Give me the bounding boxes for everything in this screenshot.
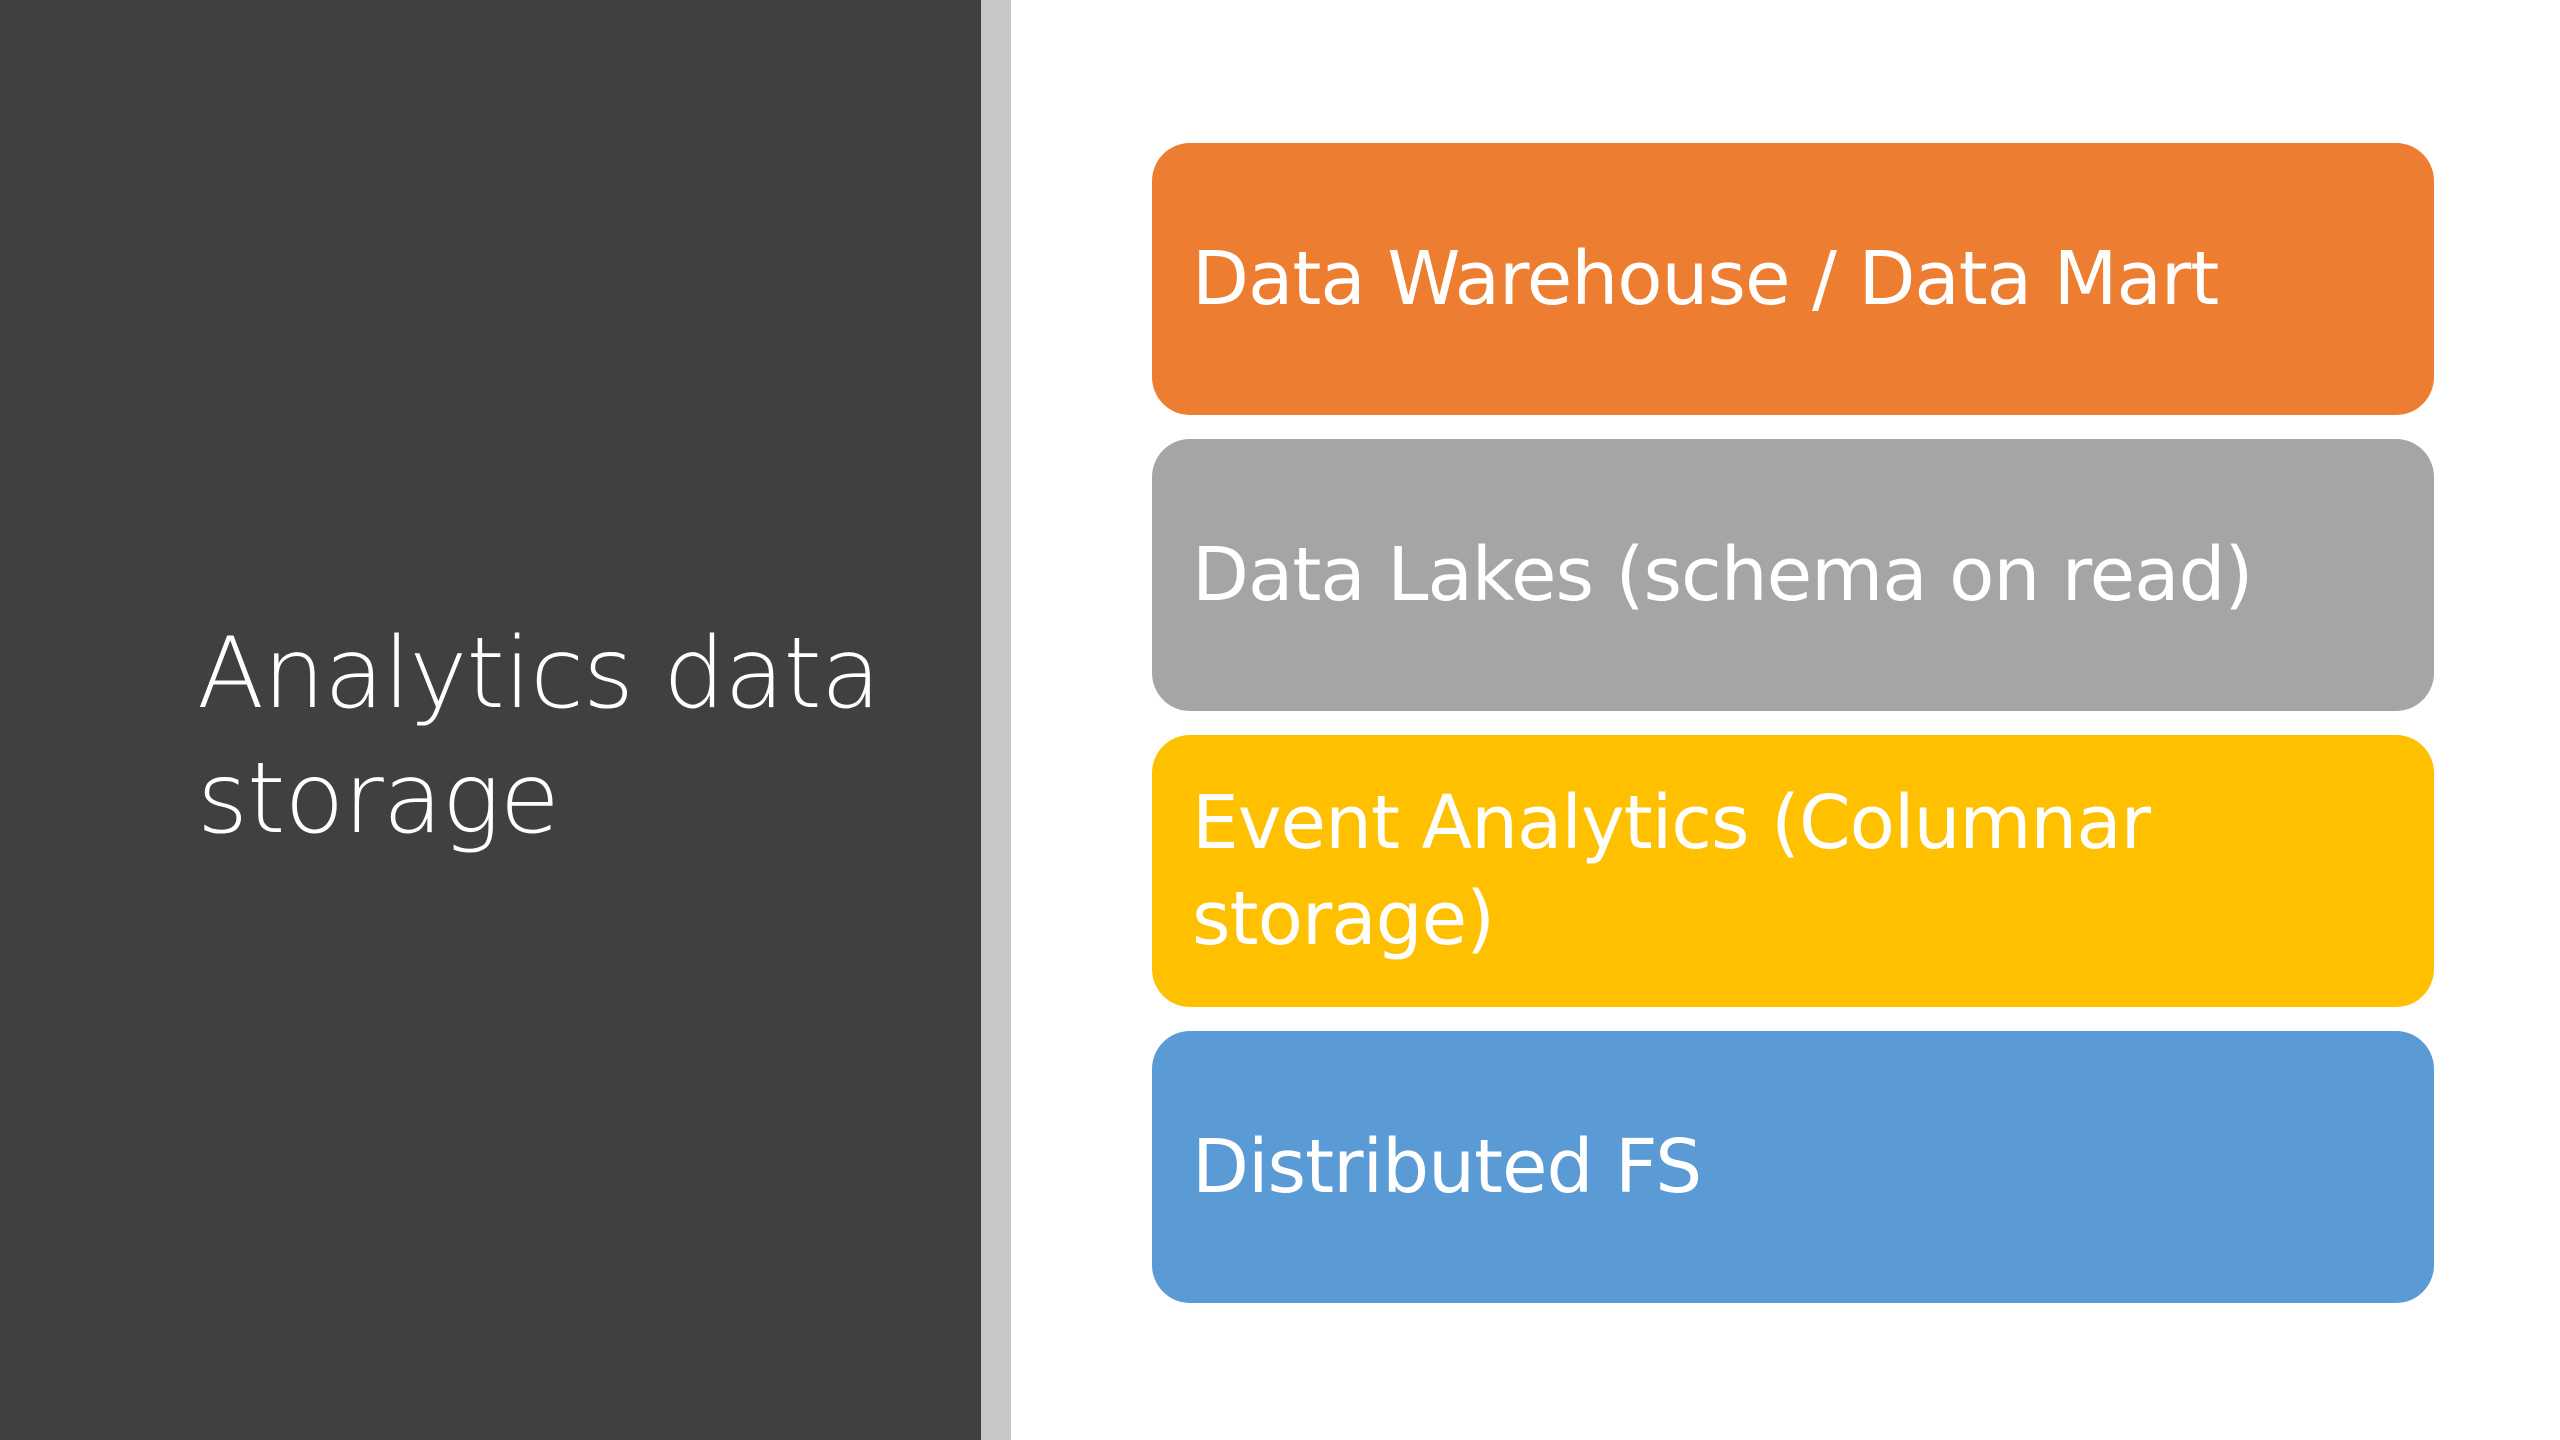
title-panel: Analytics data storage <box>0 0 981 1440</box>
box-event-analytics: Event Analytics (Columnar storage) <box>1152 735 2434 1007</box>
slide-title: Analytics data storage <box>197 617 881 856</box>
box-label: Distributed FS <box>1192 1124 1702 1210</box>
box-label: Data Lakes (schema on read) <box>1192 532 2253 618</box>
panel-divider <box>981 0 1011 1440</box>
box-data-warehouse: Data Warehouse / Data Mart <box>1152 143 2434 415</box>
box-distributed-fs: Distributed FS <box>1152 1031 2434 1303</box>
box-data-lakes: Data Lakes (schema on read) <box>1152 439 2434 711</box>
box-label: Data Warehouse / Data Mart <box>1192 236 2219 322</box>
box-label: Event Analytics (Columnar storage) <box>1192 780 2151 962</box>
